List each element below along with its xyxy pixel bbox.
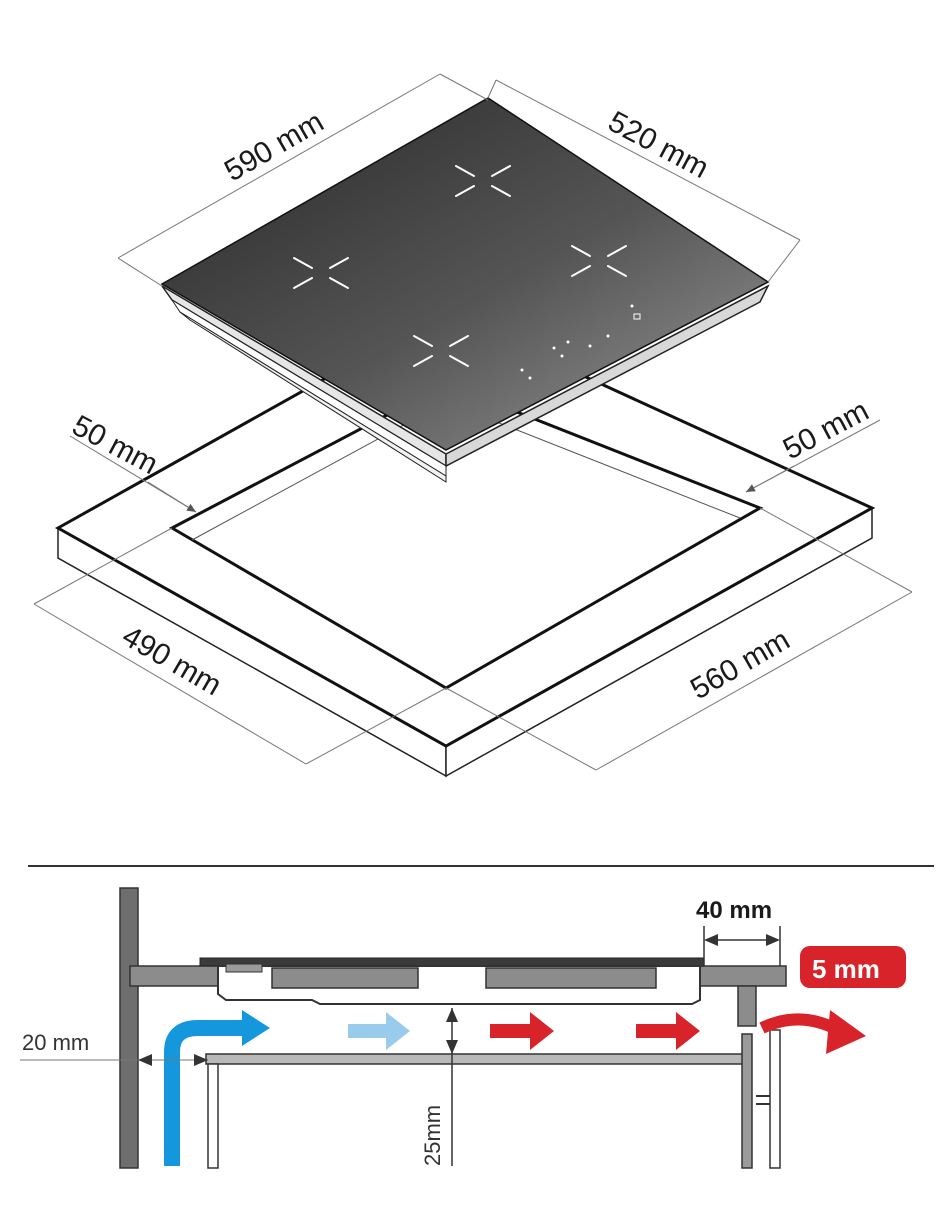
air-gap-height-label: 25mm [420,1105,445,1166]
cooking-zone-marker [455,165,511,197]
touch-controls [520,304,641,380]
worktop-right [699,965,787,987]
cross-section: 25mm 20 mm 40 mm 5 mm [20,887,906,1169]
cooking-zone-marker [413,335,469,367]
cabinet-partition [205,1053,751,1065]
hob-unit [160,97,770,483]
hot-air-arrow [636,1012,700,1050]
wall-gap-label: 20 mm [22,1030,89,1055]
margin-left-label: 50 mm [67,409,163,481]
cool-air-arrow [164,1020,244,1166]
gap-badge [800,946,906,988]
cooking-zone-marker [293,257,349,289]
back-wall [119,887,139,1169]
worktop-left [129,965,223,987]
cooking-zone-marker [571,245,627,277]
countertop-cutout [54,310,876,778]
section-hob-glass [199,957,705,967]
dimension-lines [33,73,913,771]
gap-label: 5 mm [812,954,880,984]
cabinet-door [769,1029,781,1169]
hot-air-exhaust-arrow [759,1013,841,1036]
rear-clearance-label: 40 mm [696,897,772,924]
air-flow-arrow-light [348,1012,410,1050]
margin-right-label: 50 mm [778,394,874,466]
front-support [737,985,757,1027]
hot-air-arrow [490,1012,554,1050]
cutout-width-label: 560 mm [685,623,795,706]
